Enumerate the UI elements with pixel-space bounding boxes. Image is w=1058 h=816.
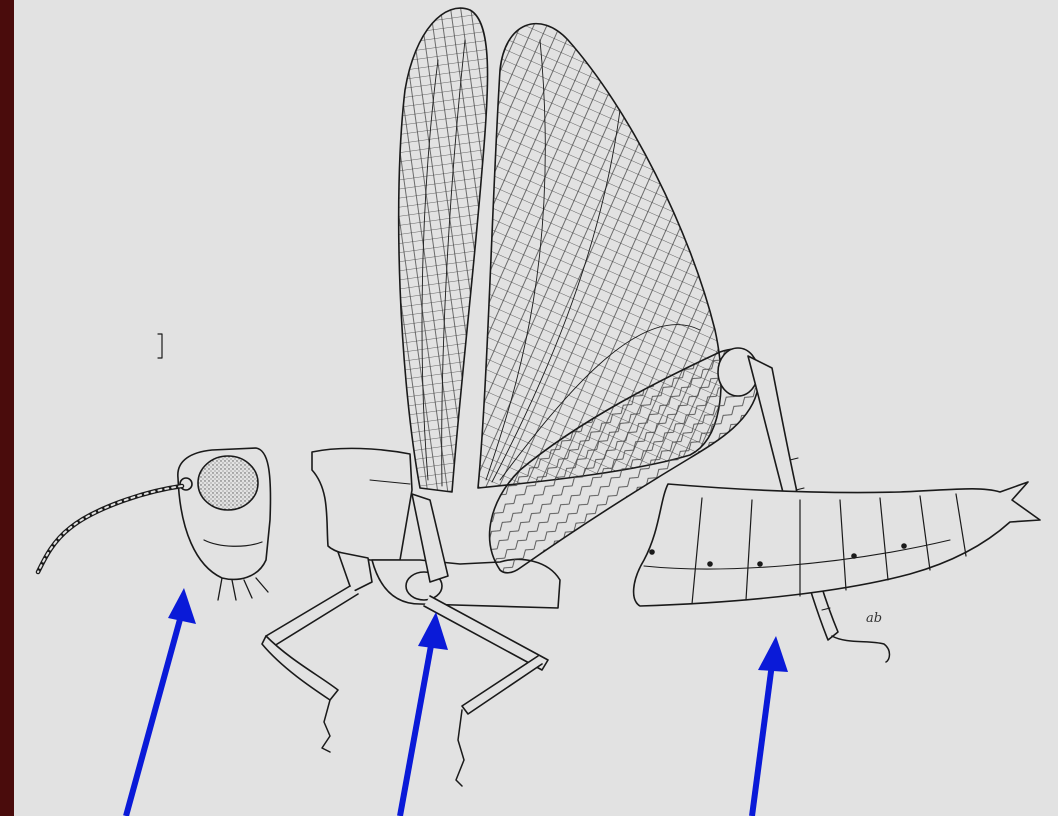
forewing	[399, 8, 488, 492]
arrow-abdomen	[752, 636, 788, 816]
arrow-head	[126, 588, 196, 816]
arrow-thorax	[400, 612, 448, 816]
abdomen	[634, 482, 1040, 606]
fore-leg	[262, 552, 372, 752]
head	[38, 448, 270, 600]
artist-mark: ab	[866, 611, 882, 626]
grasshopper-drawing: ab	[38, 8, 1040, 786]
